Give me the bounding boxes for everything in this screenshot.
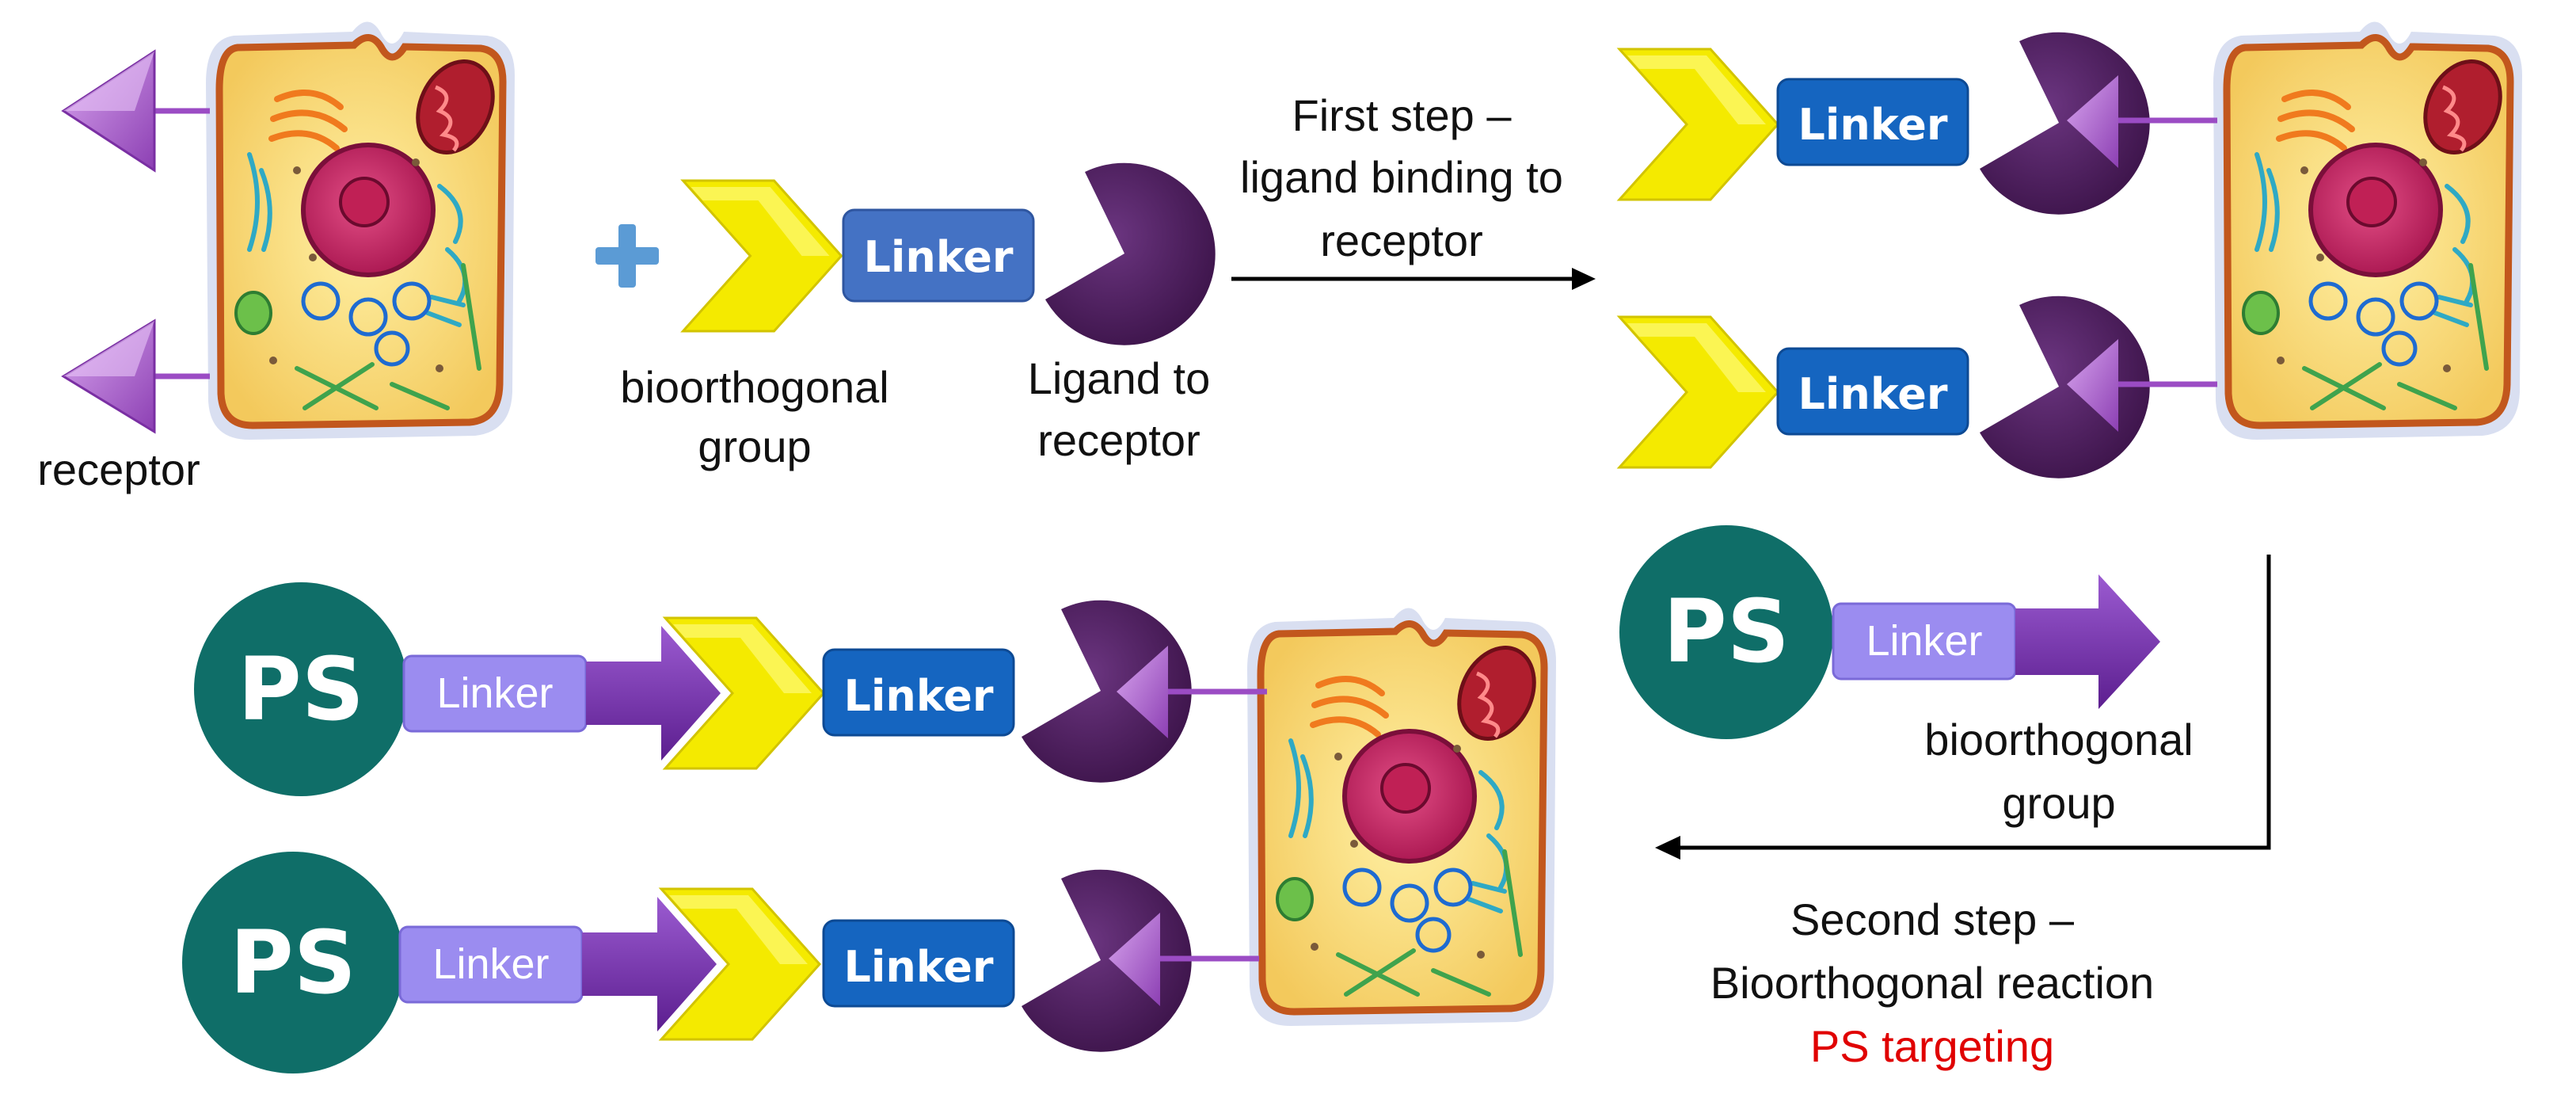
ligand-label-line2: receptor	[1037, 415, 1200, 465]
step1-label: First step – ligand binding to receptor	[1240, 90, 1563, 265]
linker-label: Linker	[436, 669, 553, 717]
linker-box-top: Linker	[842, 208, 1035, 303]
svg-text:receptor: receptor	[1320, 215, 1482, 265]
ligand-top	[1045, 162, 1216, 345]
linker-label: Linker	[863, 232, 1013, 282]
svg-text:First step –: First step –	[1292, 90, 1512, 140]
plus-icon	[595, 224, 659, 288]
step2-arrow	[1655, 555, 2271, 860]
complex-top-right-1: Linker	[1618, 32, 2217, 215]
conjugate-bottom: PS Linker Linker	[182, 852, 1259, 1073]
cell-bottom	[1247, 608, 1556, 1027]
ps-label: PS	[1663, 581, 1790, 682]
ligand-label-line1: Ligand to	[1028, 353, 1210, 403]
ps-label: PS	[230, 912, 356, 1013]
cell-top-left	[206, 22, 515, 440]
chevron-bioorthogonal-top	[681, 179, 843, 333]
linker-label: Linker	[432, 940, 549, 988]
receptor-label: receptor	[37, 444, 200, 494]
linker-label: Linker	[1798, 369, 1947, 419]
complex-top-right-2: Linker	[1618, 296, 2217, 479]
bioorthogonal-label-line1: bioorthogonal	[620, 362, 888, 412]
bioorthogonal-label-line2: group	[698, 421, 811, 471]
linker-label: Linker	[1798, 100, 1947, 150]
svg-text:PS targeting: PS targeting	[1810, 1021, 2054, 1071]
ps-label: PS	[238, 639, 364, 740]
linker-label: Linker	[843, 671, 993, 721]
conjugate-top: PS Linker Linker	[194, 582, 1267, 796]
linker-label: Linker	[1866, 617, 1982, 665]
receptor-bottom-left	[61, 318, 210, 434]
bioorthogonal-label-right-line2: group	[2002, 778, 2115, 828]
svg-text:Second step –: Second step –	[1790, 894, 2075, 944]
svg-text:Bioorthogonal reaction: Bioorthogonal reaction	[1710, 958, 2154, 1008]
step1-arrow	[1231, 268, 1596, 290]
linker-label: Linker	[843, 942, 993, 992]
ps-reagent: PS Linker	[1619, 525, 2160, 739]
svg-text:ligand binding to: ligand binding to	[1240, 152, 1563, 202]
cell-top-right	[2213, 22, 2522, 440]
bioorthogonal-label-right-line1: bioorthogonal	[1924, 715, 2193, 765]
receptor-top-left	[61, 49, 210, 173]
step2-label: Second step – Bioorthogonal reaction PS …	[1710, 894, 2154, 1071]
